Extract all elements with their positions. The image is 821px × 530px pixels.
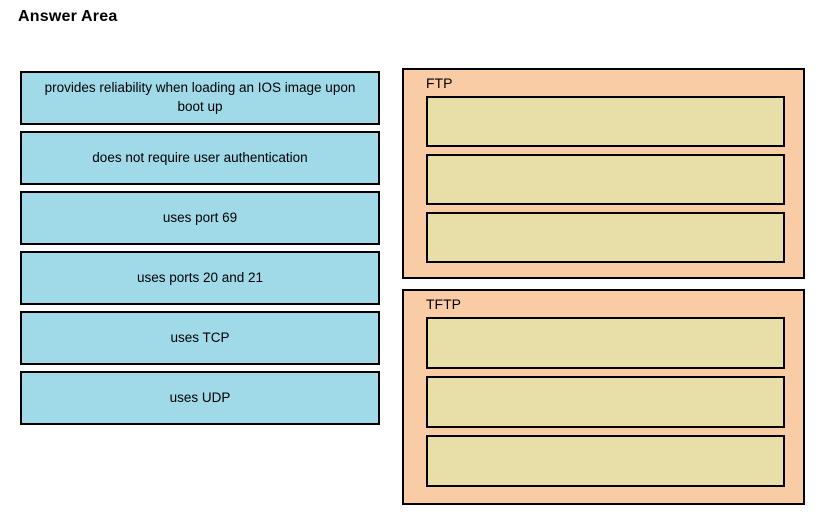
options-column: provides reliability when loading an IOS… (20, 71, 380, 431)
dropzone[interactable] (426, 95, 785, 147)
category-panel-ftp: FTP (402, 68, 805, 279)
dropzone[interactable] (426, 316, 785, 369)
dropzone[interactable] (426, 211, 785, 263)
option-tile-label: uses ports 20 and 21 (136, 269, 264, 285)
dropzone-stack (426, 316, 785, 487)
option-tile-label: provides reliability when loading an IOS… (44, 80, 356, 114)
option-tile-label: uses UDP (169, 389, 231, 405)
category-label: FTP (426, 75, 453, 91)
categories-column: FTP TFTP (402, 68, 805, 505)
dropzone[interactable] (426, 375, 785, 428)
option-tile[interactable]: uses TCP (20, 311, 380, 365)
option-tile[interactable]: provides reliability when loading an IOS… (20, 71, 380, 125)
dropzone[interactable] (426, 153, 785, 205)
category-panel-tftp: TFTP (402, 289, 805, 505)
page-title: Answer Area (18, 8, 118, 25)
dropzone[interactable] (426, 434, 785, 487)
option-tile[interactable]: uses UDP (20, 371, 380, 425)
dropzone-stack (426, 95, 785, 263)
option-tile[interactable]: does not require user authentication (20, 131, 380, 185)
category-label: TFTP (426, 296, 461, 312)
option-tile-label: uses TCP (170, 329, 230, 345)
option-tile[interactable]: uses ports 20 and 21 (20, 251, 380, 305)
option-tile-label: does not require user authentication (92, 149, 308, 165)
option-tile-label: uses port 69 (162, 209, 238, 225)
option-tile[interactable]: uses port 69 (20, 191, 380, 245)
